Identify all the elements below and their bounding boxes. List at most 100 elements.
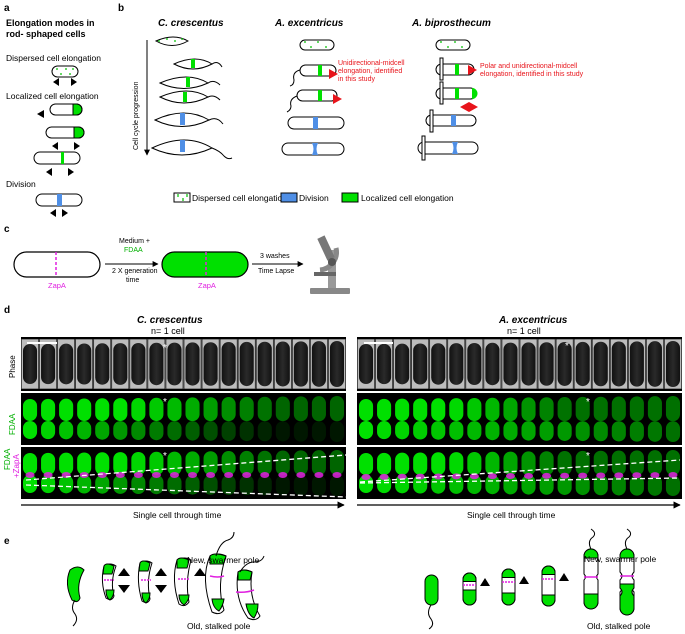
kymograph-frame — [357, 338, 376, 493]
panel-a: a Elongation modes in rod- sphaped cells… — [4, 3, 101, 217]
asterisk-left-phase: * — [163, 343, 167, 354]
trend-lines — [25, 454, 681, 498]
kymograph-frame — [519, 338, 538, 495]
kymograph-frame — [501, 338, 520, 495]
left-merge-panel — [21, 447, 346, 499]
panel-d-letter: d — [4, 305, 10, 316]
row-label-merge-2: +ZapA — [12, 454, 21, 478]
step1-top-1: Medium + — [119, 238, 150, 245]
row-label-merge-1: FDAA — [3, 448, 12, 470]
a-biprosthecum-cells — [417, 39, 479, 161]
c-crescentus-cells — [150, 36, 233, 160]
e-crescentus-cells — [66, 531, 265, 627]
e-left-top-label: New, swarmer pole — [187, 555, 260, 565]
kymograph-frame — [57, 338, 76, 494]
zapa-label-1: ZapA — [48, 281, 66, 290]
kymograph-frame — [237, 338, 256, 496]
kymograph-frame — [291, 338, 310, 496]
kymograph-frame — [411, 338, 430, 494]
labeled-cell — [161, 251, 249, 278]
kymograph-frame — [537, 338, 556, 495]
row-label-fdaa: FDAA — [8, 413, 17, 435]
e-excentricus-cells — [424, 528, 635, 630]
asterisk-left-fdaa: * — [163, 397, 167, 408]
excentricus-growth-arrows — [329, 69, 342, 104]
localized-cells — [33, 103, 85, 176]
row-label-phase: Phase — [8, 355, 17, 378]
kymograph-frame — [93, 338, 112, 494]
asterisk-left-merge: * — [163, 451, 167, 462]
kymograph-frame — [447, 338, 466, 494]
zapa-label-2: ZapA — [198, 281, 216, 290]
a-excentricus-cells — [281, 39, 345, 156]
division-cell — [35, 193, 83, 217]
kymograph-frame — [327, 338, 346, 496]
left-fdaa-panel — [21, 393, 346, 445]
time-label-right: Single cell through time — [467, 510, 556, 520]
biprosthecum-note-1: Polar and unidirectional-midcell — [480, 63, 578, 70]
dispersed-cell — [51, 65, 79, 86]
time-label-left: Single cell through time — [133, 510, 222, 520]
e-right-bottom-label: Old, stalked pole — [587, 621, 651, 631]
right-fdaa-panel — [357, 393, 682, 445]
d-left-species: C. crescentus — [137, 315, 203, 326]
kymograph-frame — [663, 338, 682, 496]
panel-a-dispersed-label: Dispersed cell elongation — [6, 53, 101, 63]
biprosthecum-note-2: elongation, identified in this study — [480, 71, 584, 78]
panel-a-title-2: rod- sphaped cells — [6, 29, 86, 39]
kymograph-frame — [255, 338, 274, 496]
asterisk-right-phase: * — [565, 341, 569, 352]
panel-c-letter: c — [4, 224, 10, 235]
step1-bottom-1: 2 X generation — [112, 268, 158, 275]
species-c-crescentus: C. crescentus — [158, 18, 224, 29]
kymograph-frame — [147, 338, 166, 495]
kymograph-frame — [273, 338, 292, 496]
left-kymograph-frames — [21, 338, 346, 496]
e-left-bottom-label: Old, stalked pole — [187, 621, 251, 631]
unlabeled-cell — [13, 251, 101, 278]
species-a-biprosthecum: A. biprosthecum — [411, 18, 491, 29]
kymograph-frame — [201, 338, 220, 495]
kymograph-frame — [21, 338, 40, 493]
species-a-excentricus: A. excentricus — [274, 18, 344, 29]
panel-a-localized-label: Localized cell elongation — [6, 91, 99, 101]
kymograph-frame — [627, 338, 646, 496]
step2-top: 3 washes — [260, 253, 290, 260]
panel-e-letter: e — [4, 536, 10, 547]
kymograph-frame — [183, 338, 202, 495]
right-kymograph-frames — [357, 338, 682, 496]
kymograph-frame — [645, 338, 664, 496]
excentricus-note-2: elongation, identified — [338, 68, 402, 75]
excentricus-note-3: in this study — [338, 76, 375, 83]
kymograph-frame — [375, 338, 394, 494]
biprosthecum-growth-arrows — [460, 65, 478, 112]
kymograph-frame — [609, 338, 628, 496]
legend-division: Division — [299, 193, 329, 203]
step1-bottom-2: time — [126, 277, 139, 284]
kymograph-frame — [219, 338, 238, 495]
panel-c: c ZapA Medium + FDAA 2 X generation time… — [4, 224, 350, 294]
asterisk-right-merge: * — [586, 451, 590, 462]
legend-dispersed: Dispersed cell elongation — [192, 193, 287, 203]
kymograph-frame — [591, 338, 610, 496]
panel-a-division-label: Division — [6, 179, 36, 189]
panel-e: e — [4, 528, 657, 631]
kymograph-frame — [309, 338, 328, 496]
kymograph-frame — [465, 338, 484, 495]
kymograph-frame — [573, 338, 592, 496]
kymograph-frame — [165, 338, 184, 495]
step1-top-2: FDAA — [124, 247, 143, 254]
panel-b: b C. crescentus A. excentricus A. bipros… — [118, 3, 584, 203]
panel-b-legend: Dispersed cell elongation Division Local… — [173, 192, 454, 203]
d-right-n: n= 1 cell — [507, 326, 541, 336]
kymograph-frame — [129, 338, 148, 495]
kymograph-frame — [393, 338, 412, 494]
d-right-species: A. excentricus — [498, 315, 568, 326]
kymograph-frame — [75, 338, 94, 494]
panel-d: d C. crescentus n= 1 cell A. excentricus… — [3, 305, 682, 520]
right-merge-panel — [357, 447, 682, 499]
kymograph-frame — [39, 338, 58, 494]
kymograph-frame — [429, 338, 448, 494]
step2-bottom: Time Lapse — [258, 268, 294, 275]
